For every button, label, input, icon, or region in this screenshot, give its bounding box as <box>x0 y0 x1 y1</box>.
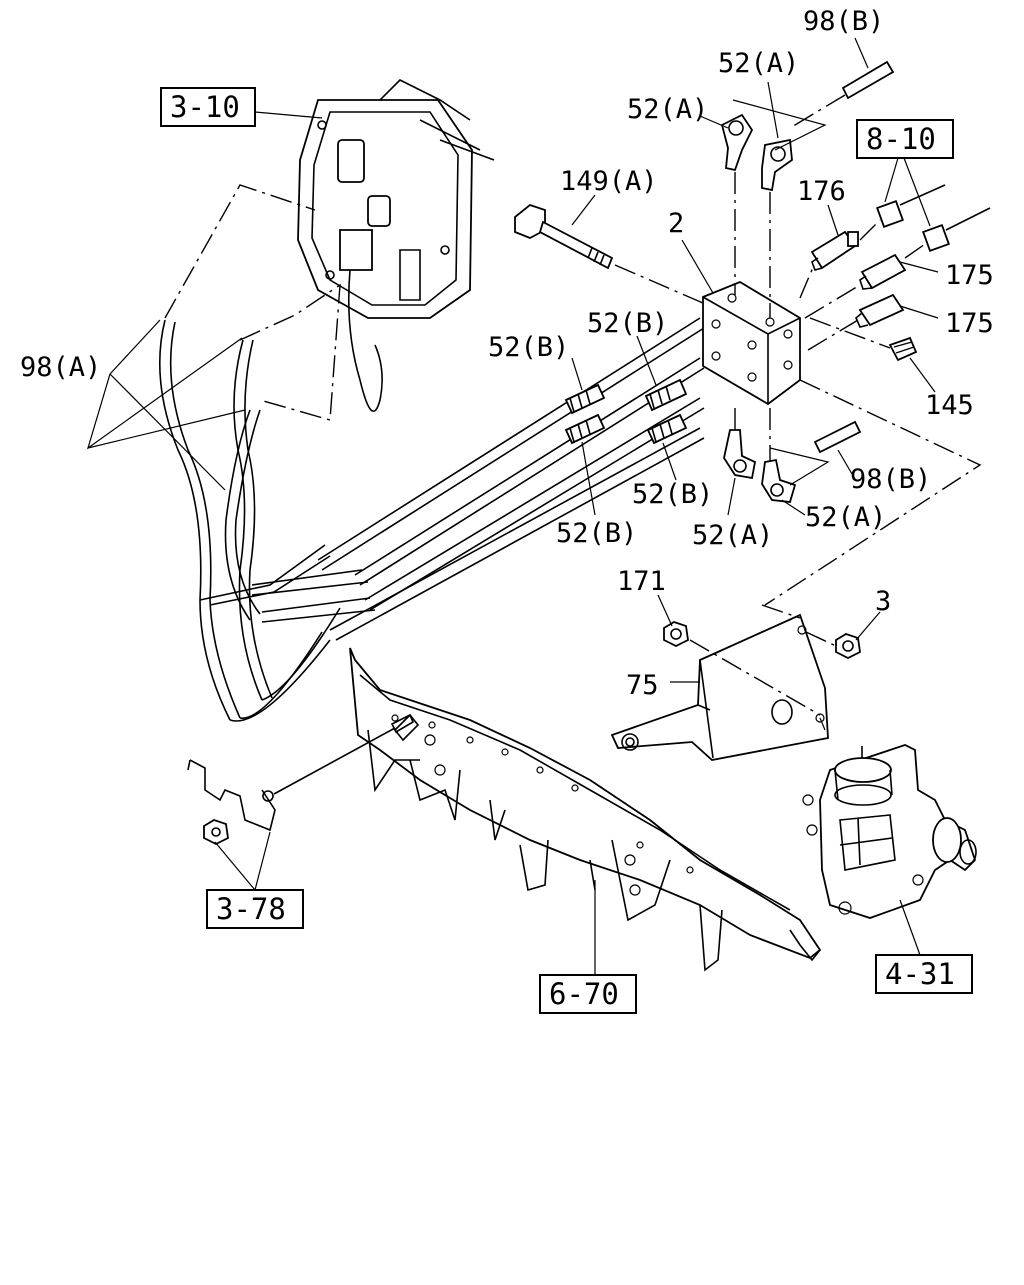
label-98a: 98(A) <box>20 352 101 383</box>
clip-3-78 <box>187 713 415 846</box>
switch-175-2 <box>855 293 905 328</box>
ref-box-3-78[interactable]: 3-78 <box>206 889 304 929</box>
fitting-52a-bot-1 <box>723 408 757 480</box>
bracket-75 <box>610 613 829 761</box>
pedal-assembly <box>297 79 495 412</box>
label-52b-2: 52(B) <box>587 308 668 339</box>
leader-lines <box>86 37 939 975</box>
frame-crossmember <box>349 647 822 972</box>
ref-box-3-10[interactable]: 3-10 <box>160 87 256 127</box>
label-98b-top: 98(B) <box>803 6 884 37</box>
fitting-52b-2 <box>644 378 688 412</box>
brake-pipe-bundle <box>158 317 705 722</box>
label-149a: 149(A) <box>560 166 658 197</box>
callout-labels: 98(B) 52(A) 52(A) 149(A) 2 176 175 175 1… <box>20 6 994 701</box>
pipe-98b-mid <box>764 379 982 606</box>
label-52b-4: 52(B) <box>632 479 713 510</box>
ref-3-10: 3-10 <box>170 90 240 124</box>
fitting-52b-1 <box>564 383 606 415</box>
label-98b-mid: 98(B) <box>850 464 931 495</box>
label-52a-bot-1: 52(A) <box>692 520 773 551</box>
fitting-52a-top-2 <box>761 138 793 192</box>
bolt-149a <box>514 203 614 270</box>
ref-4-31: 4-31 <box>885 957 955 991</box>
fitting-52a-top-1 <box>720 113 754 172</box>
label-176: 176 <box>797 176 846 207</box>
ref-6-70: 6-70 <box>549 977 619 1011</box>
switch-175-1 <box>859 253 907 290</box>
ref-box-8-10[interactable]: 8-10 <box>856 119 954 159</box>
pipe-98b-top <box>789 60 895 129</box>
plug-145 <box>888 336 918 362</box>
label-75: 75 <box>626 670 659 701</box>
fitting-52a-bot-2 <box>761 408 797 503</box>
connector-8-10 <box>859 184 991 259</box>
fitting-52b-4 <box>646 413 688 445</box>
ref-box-4-31[interactable]: 4-31 <box>875 954 973 994</box>
nut-3 <box>805 631 861 660</box>
ref-3-78: 3-78 <box>216 892 286 926</box>
label-52a-top-2: 52(A) <box>718 48 799 79</box>
label-175-1: 175 <box>945 260 994 291</box>
label-52a-top-1: 52(A) <box>627 94 708 125</box>
label-52a-bot-2: 52(A) <box>805 502 886 533</box>
label-175-2: 175 <box>945 308 994 339</box>
label-171: 171 <box>617 566 666 597</box>
pump-4-31 <box>802 744 977 919</box>
label-145: 145 <box>925 390 974 421</box>
ref-8-10: 8-10 <box>866 122 936 156</box>
label-2: 2 <box>668 208 684 239</box>
label-52b-3: 52(B) <box>556 518 637 549</box>
label-3: 3 <box>875 586 891 617</box>
switch-176 <box>799 230 859 299</box>
ref-box-6-70[interactable]: 6-70 <box>539 974 637 1014</box>
fitting-52b-3 <box>564 413 606 445</box>
valve-block <box>702 280 801 406</box>
nut-171 <box>663 621 689 648</box>
label-52b-1: 52(B) <box>488 332 569 363</box>
